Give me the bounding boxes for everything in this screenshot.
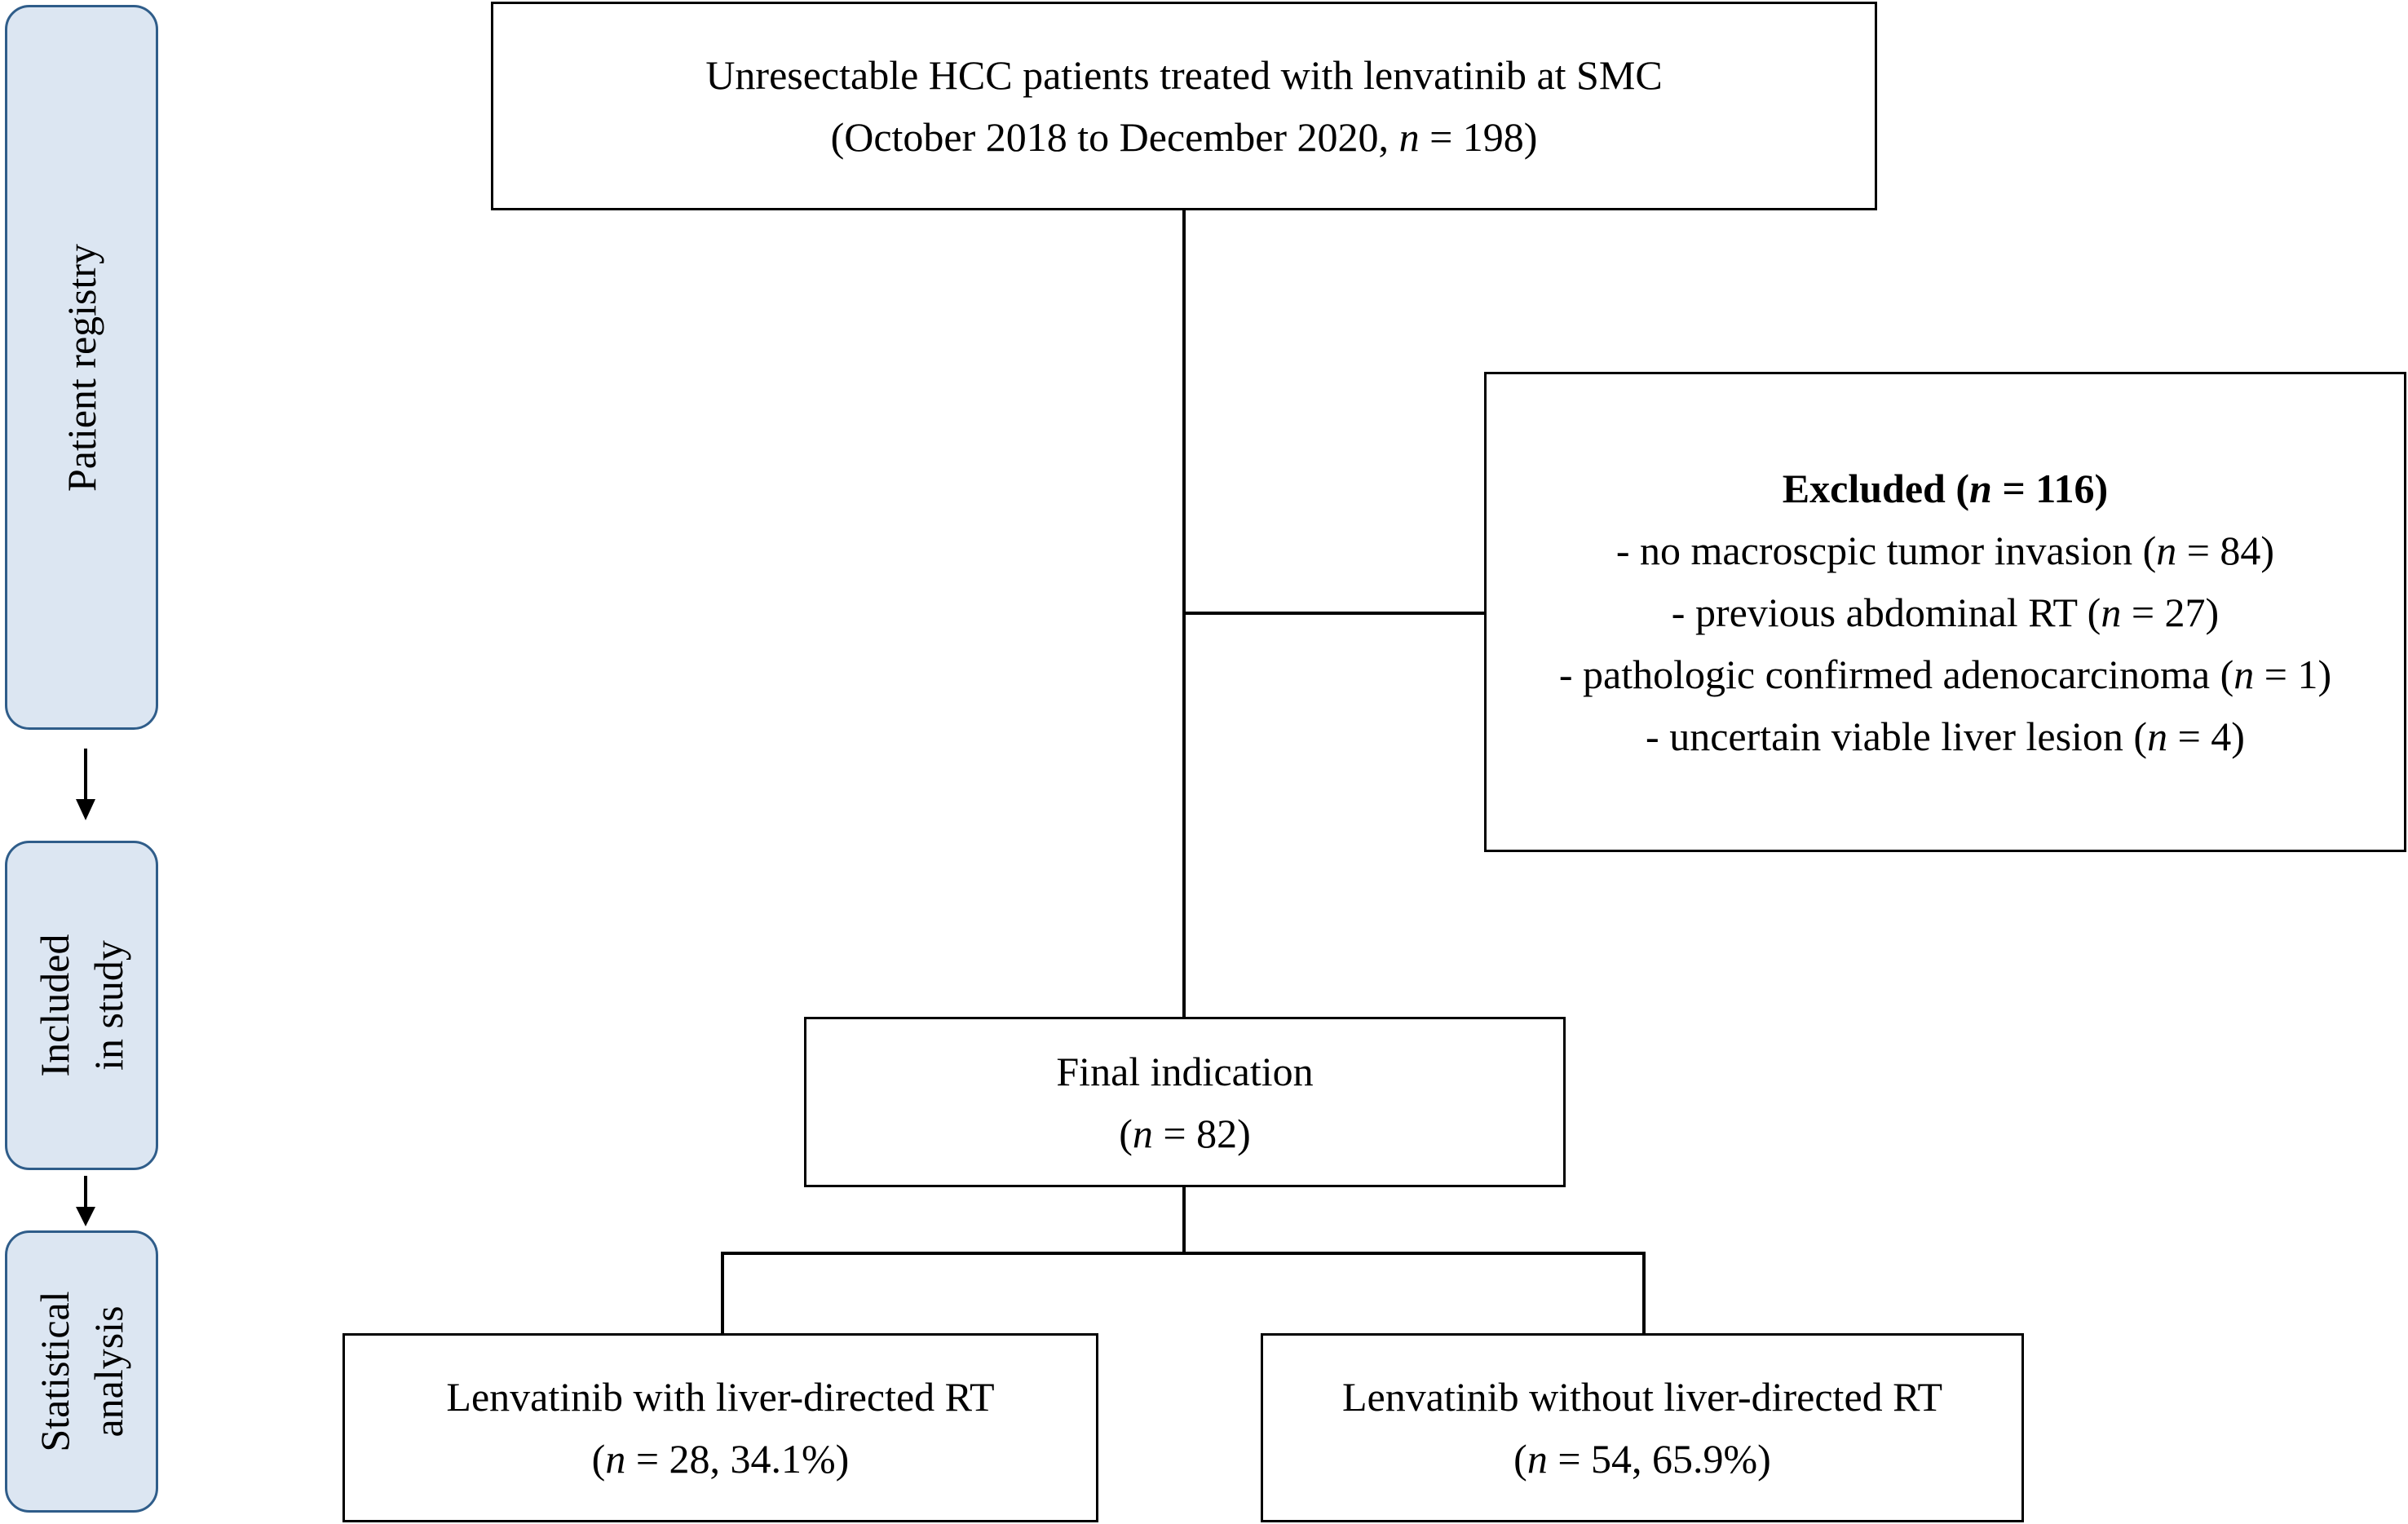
with-rt-line1: Lenvatinib with liver-directed RT [446, 1374, 995, 1420]
connector-final-down [1182, 1186, 1186, 1253]
connector-split-right [1642, 1252, 1646, 1335]
registry-box: Unresectable HCC patients treated with l… [491, 2, 1877, 210]
connector-to-excluded [1182, 612, 1486, 615]
stage-label: Statistical analysis [32, 1291, 131, 1452]
excluded-item: - no macroscpic tumor invasion (n = 84) [1615, 527, 2275, 573]
without-rt-box: Lenvatinib without liver-directed RT (n … [1261, 1333, 2024, 1522]
stage-included-in-study: Included in study [5, 841, 158, 1170]
excluded-box: Excluded (n = 116) - no macroscpic tumor… [1484, 372, 2406, 852]
stage-label: Patient registry [59, 243, 104, 492]
connector-split-left [721, 1252, 724, 1335]
final-indication-box: Final indication (n = 82) [804, 1017, 1566, 1187]
connector-split-horizontal [721, 1252, 1646, 1255]
final-line1: Final indication [1056, 1048, 1314, 1094]
stage-label: Included in study [32, 934, 131, 1077]
registry-line1: Unresectable HCC patients treated with l… [705, 52, 1663, 98]
final-line2: (n = 82) [1119, 1110, 1251, 1156]
excluded-item: - pathologic confirmed adenocarcinoma (n… [1558, 651, 2332, 697]
without-rt-line2: (n = 54, 65.9%) [1513, 1436, 1771, 1482]
registry-line2: (October 2018 to December 2020, n = 198) [830, 114, 1538, 160]
excluded-item: - uncertain viable liver lesion (n = 4) [1646, 713, 2245, 759]
stage-patient-registry: Patient registry [5, 5, 158, 730]
excluded-item: - previous abdominal RT (n = 27) [1671, 589, 2220, 635]
without-rt-line1: Lenvatinib without liver-directed RT [1341, 1374, 1943, 1420]
excluded-title: Excluded (n = 116) [1782, 465, 2109, 511]
stage-arrow-2 [76, 1176, 95, 1226]
with-rt-line2: (n = 28, 34.1%) [591, 1436, 850, 1482]
stage-arrow-1 [76, 749, 95, 820]
stage-statistical-analysis: Statistical analysis [5, 1230, 158, 1513]
with-rt-box: Lenvatinib with liver-directed RT (n = 2… [342, 1333, 1098, 1522]
